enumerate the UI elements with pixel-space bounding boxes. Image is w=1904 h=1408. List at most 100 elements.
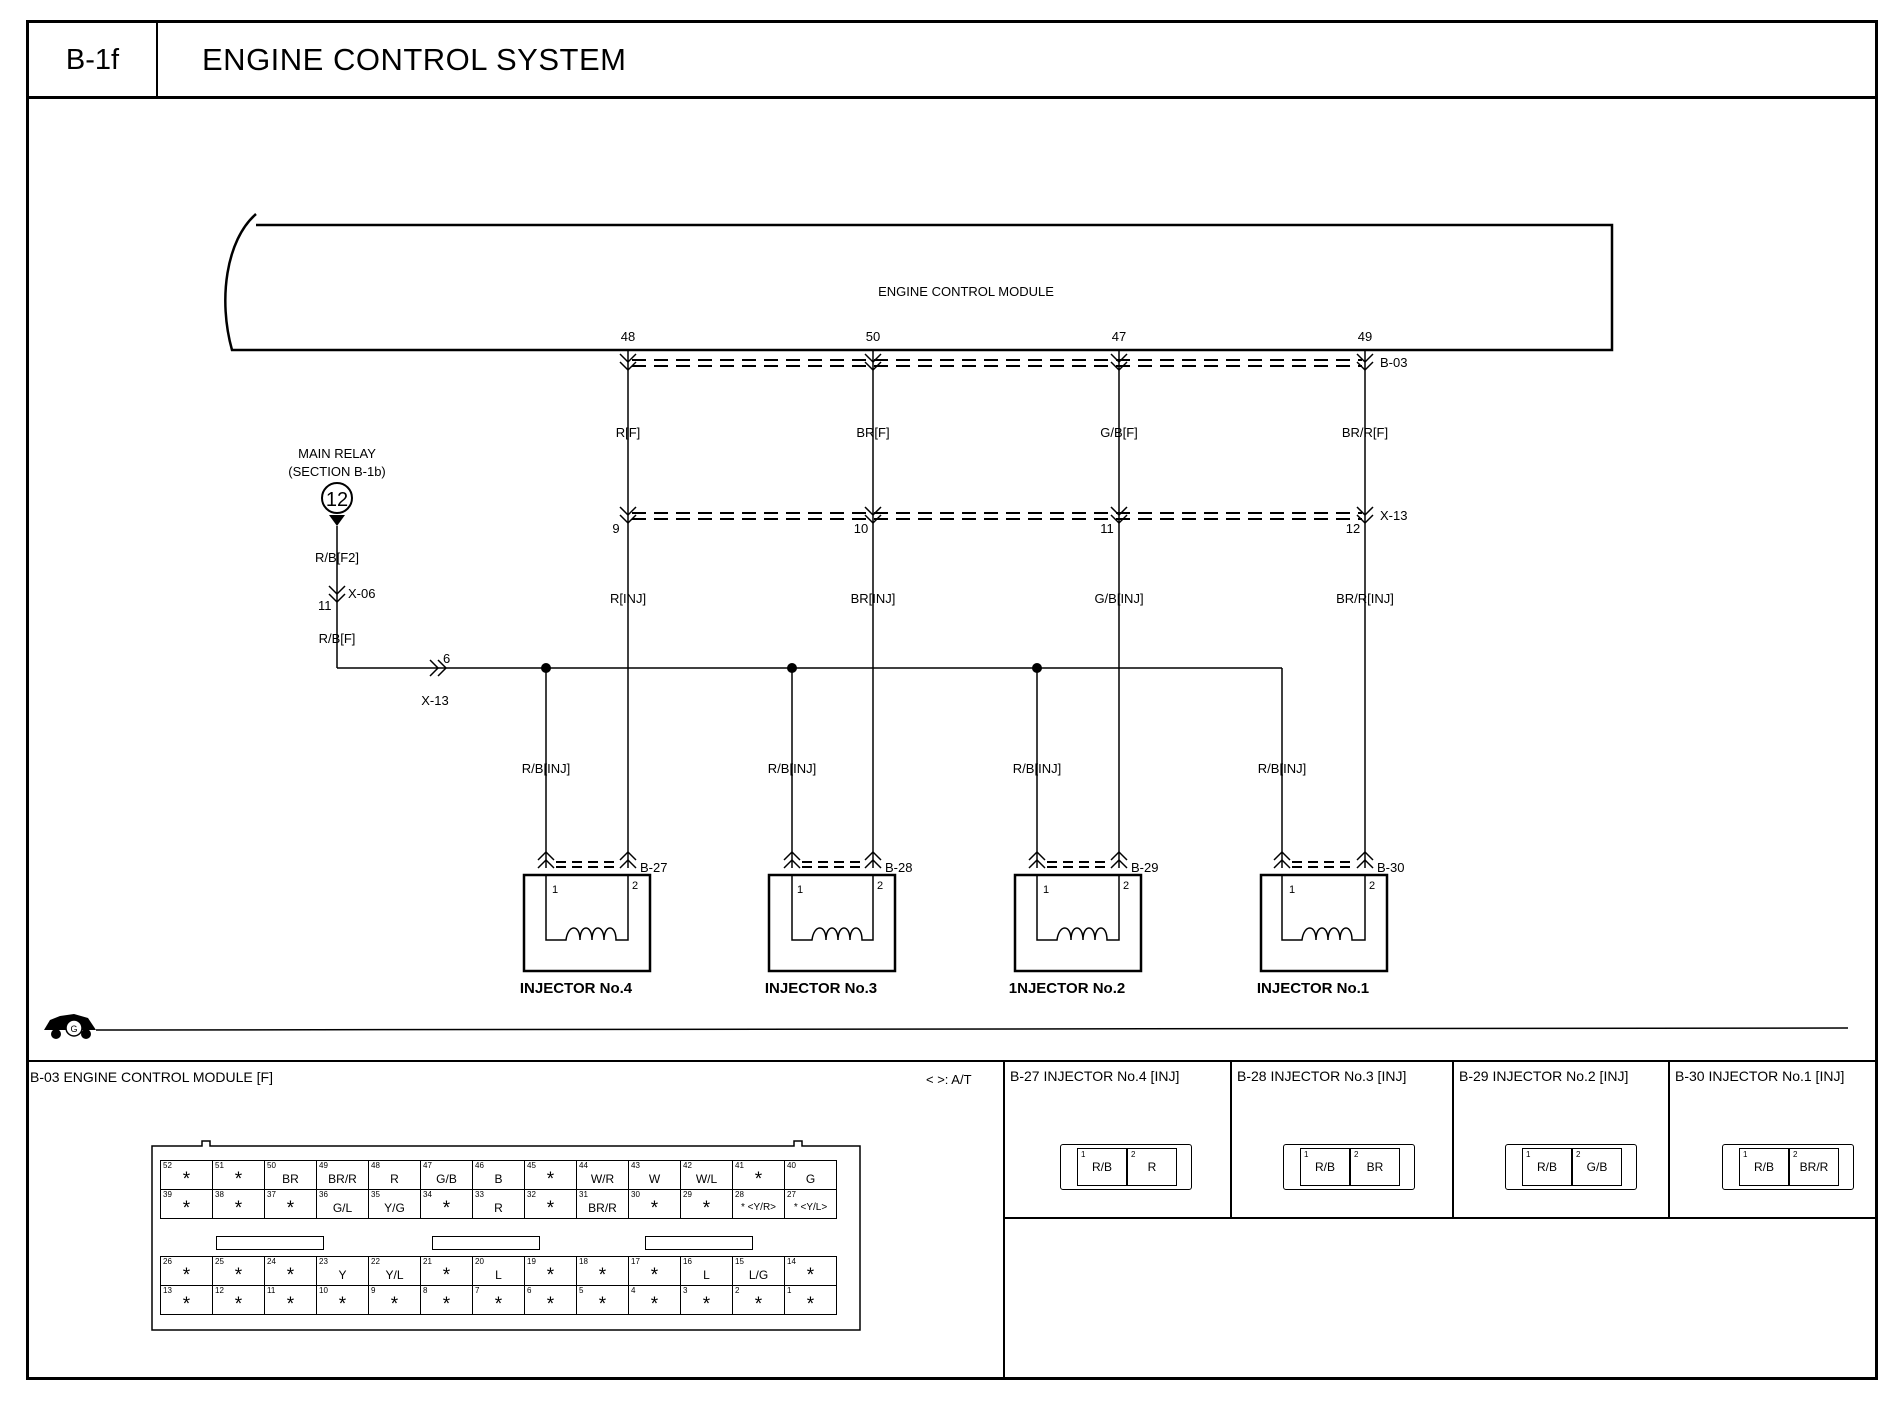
ecm-pin-cell: 25* — [212, 1256, 265, 1286]
ecm-pin-number: 31 — [579, 1190, 588, 1199]
section-code: B-1f — [29, 23, 158, 97]
ecm-pin-number: 29 — [683, 1190, 692, 1199]
ecm-pin-cell: 5* — [576, 1285, 629, 1315]
injector-connector-pin-wire: R/B — [1536, 1160, 1557, 1174]
ecm-pin-wire: * — [546, 1294, 555, 1315]
wire-label-f: BR/R[F] — [1342, 425, 1388, 440]
ecm-pin-number: 5 — [579, 1286, 584, 1295]
ecm-pin-number: 17 — [631, 1257, 640, 1266]
injector-connector-pin-number: 1 — [1743, 1150, 1748, 1159]
ecm-pin-cell: 19 * — [524, 1256, 577, 1286]
ecm-pin-wire: * — [702, 1198, 711, 1219]
x13-connector-symbol — [1110, 506, 1128, 525]
ecm-pin-wire: * — [650, 1294, 659, 1315]
ecm-pin-wire: R — [390, 1172, 399, 1186]
injector-connector-pin-number: 2 — [1131, 1150, 1136, 1159]
ecm-pin-number: 46 — [475, 1161, 484, 1170]
injector-connector-label: B-27 — [640, 860, 667, 875]
injector-pin-1: 1 — [552, 884, 558, 896]
ecm-pin-number: 7 — [475, 1286, 480, 1295]
injector-box — [522, 873, 652, 973]
ecm-pin-cell: 39* — [160, 1189, 213, 1219]
ecm-pin-cell: 8* — [420, 1285, 473, 1315]
ecm-pin-number: 39 — [163, 1190, 172, 1199]
injector-panel-title: B-30 INJECTOR No.1 [INJ] — [1675, 1068, 1845, 1084]
supply-wire-label: R/B[INJ] — [522, 761, 570, 776]
ecm-pin-wire: * — [598, 1265, 607, 1286]
injector-coil — [545, 875, 629, 941]
wire-label-f: R[F] — [616, 425, 641, 440]
ecm-pin-row: 13*12*11*10*9*8*7*6*5*4*3*2*1* — [160, 1285, 837, 1315]
injector-box — [767, 873, 897, 973]
ecm-pin-wire: Y/G — [384, 1201, 405, 1215]
svg-text:G: G — [70, 1024, 77, 1034]
ecm-pin-wire: * — [234, 1169, 243, 1190]
injector-pin-1: 1 — [797, 884, 803, 896]
injector-pin-2: 2 — [1369, 880, 1375, 892]
ecm-pin-number: 52 — [163, 1161, 172, 1170]
b03-connector-symbol — [619, 353, 637, 372]
injector-label: INJECTOR No.1 — [1257, 980, 1369, 997]
ecm-pin-cell: 52* — [160, 1160, 213, 1190]
ecm-pin-number: 49 — [319, 1161, 328, 1170]
injector-label: 1NJECTOR No.2 — [1009, 980, 1125, 997]
ecm-pin-cell: 24* — [264, 1256, 317, 1286]
ecm-pin-wire: * — [754, 1169, 763, 1190]
ecm-panel-legend: < >: A/T — [926, 1072, 972, 1087]
ecm-pin-cell: 10* — [316, 1285, 369, 1315]
ecm-pin-wire: * — [650, 1198, 659, 1219]
ecm-pin-cell: 34* — [420, 1189, 473, 1219]
x06-pin: 11 — [318, 598, 332, 613]
ecm-pin-wire: * — [598, 1294, 607, 1315]
ecm-pin-number: 51 — [215, 1161, 224, 1170]
injector-pin-1: 1 — [1289, 884, 1295, 896]
ecm-pin-wire: * — [546, 1265, 555, 1286]
x13-supply-connector-symbol — [429, 659, 448, 677]
ecm-pin-number: 50 — [267, 1161, 276, 1170]
injector-coil — [791, 875, 874, 941]
injector-connector-symbol — [537, 850, 555, 869]
x13-supply-label: X-13 — [421, 693, 448, 708]
ecm-pin-cell: 6* — [524, 1285, 577, 1315]
ecm-pin-wire: * — [286, 1265, 295, 1286]
ecm-pin-number: 19 — [527, 1257, 536, 1266]
main-relay-section: (SECTION B-1b) — [288, 464, 386, 479]
x13-pin-number: 10 — [854, 521, 868, 536]
ecm-pin-cell: 7* — [472, 1285, 525, 1315]
injector-connector-symbol — [783, 850, 801, 869]
page-frame — [26, 20, 1878, 1380]
injector-panel-title: B-28 INJECTOR No.3 [INJ] — [1237, 1068, 1407, 1084]
ecm-pin-wire: G/L — [332, 1201, 353, 1215]
ecm-pin-cell: 37* — [264, 1189, 317, 1219]
ecm-pin-cell: 30* — [628, 1189, 681, 1219]
x06-connector-label: X-06 — [348, 586, 375, 601]
ecm-pin-wire: L — [703, 1268, 710, 1282]
x13-connector-symbol — [1356, 506, 1374, 525]
ecm-pin-number: 12 — [215, 1286, 224, 1295]
ecm-pin-number: 43 — [631, 1161, 640, 1170]
injector-pin-2: 2 — [877, 880, 883, 892]
injector-pin-1: 1 — [1043, 884, 1049, 896]
injector-connector-pin-wire: R/B — [1091, 1160, 1112, 1174]
x13-supply-pin: 6 — [443, 651, 450, 666]
ecm-pin-wire: BR/R — [588, 1201, 617, 1215]
ecm-pin-wire: G/B — [436, 1172, 457, 1186]
ecm-pin-number: 3 — [683, 1286, 688, 1295]
wire-label-inj: BR/R[INJ] — [1336, 591, 1394, 606]
ecm-pin-wire: * — [182, 1294, 191, 1315]
ecm-pin-number: 16 — [683, 1257, 692, 1266]
ecm-pin-wire: * — [234, 1198, 243, 1219]
ecm-pin-wire: W — [648, 1172, 661, 1186]
ecm-pin-wire: * — [234, 1294, 243, 1315]
ecm-pin-number: 47 — [423, 1161, 432, 1170]
ecm-pin-number: 6 — [527, 1286, 532, 1295]
